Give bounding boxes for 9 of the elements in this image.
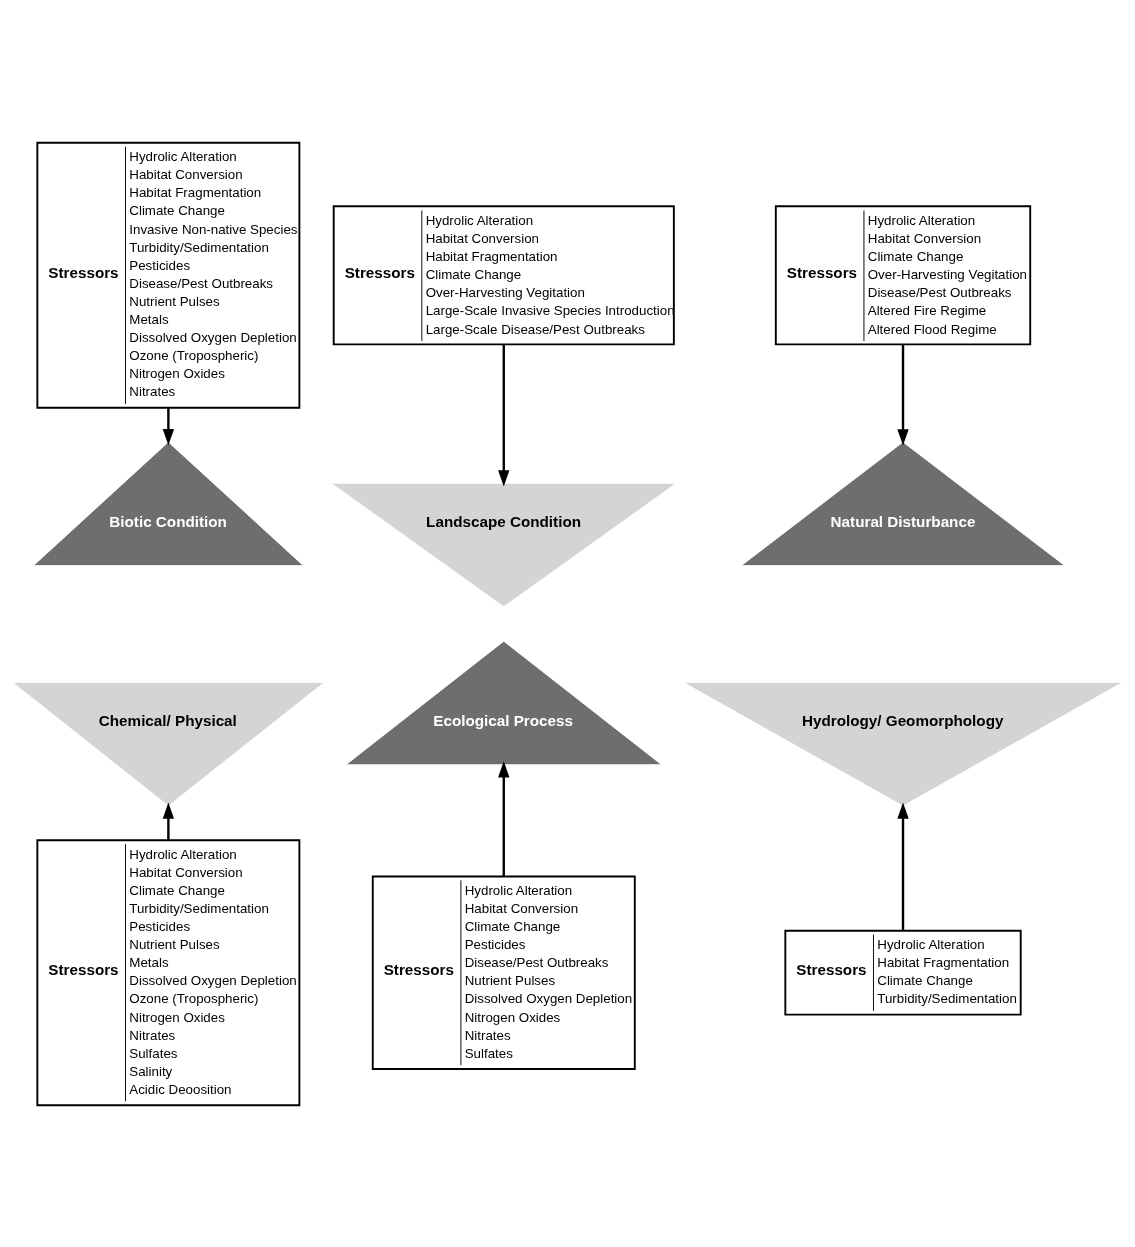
arrow [162,407,175,445]
arrow [897,802,909,931]
arrow [897,343,909,445]
node-box: Stressors Hydrolic Alteration Habitat Conversion Habitat Fragmentation Climate Change Over-Harvesting Vegitation Large-Scale Invasive Species Introduction Large-Scale Disease/Pest Outbreaks [332,204,675,345]
node-box: Stressors Hydrolic Alteration Habitat Conversion Climate Change Over-Harvesting Vegitation Disease/Pest Outbreaks Altered Fire Regime Altered Flood Regime [774,204,1032,345]
arrow [498,760,510,876]
node-box: Stressors Hydrolic Alteration Habitat Conversion Climate Change Turbidity/Sedimentation Pesticides Nutrient Pulses Metals Dissolved Oxygen Depletion Ozone (Tropospheric) Nitrogen Oxides Nitrates Sulfates Salinity Acidic Deoosition [36,838,301,1106]
arrow [162,802,175,840]
arrow [498,343,510,486]
